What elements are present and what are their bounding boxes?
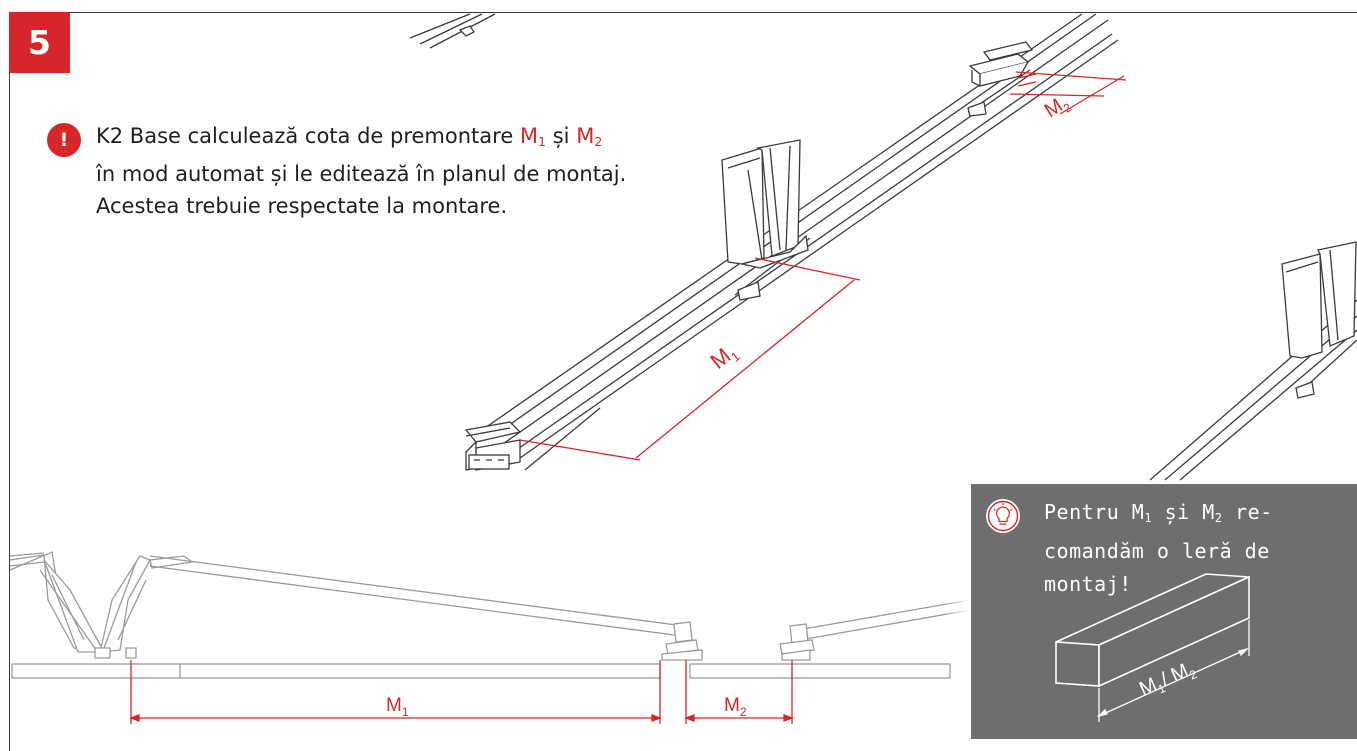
page-frame [9, 12, 1357, 751]
tip-line-3: montaj! [1044, 572, 1132, 596]
m1-ref: M1 [519, 124, 547, 150]
m2-ref: M2 [576, 124, 603, 150]
rail-top-left [409, 13, 496, 49]
m1-perspective-label: M [705, 343, 735, 374]
svg-text:M1: M1 [705, 338, 742, 376]
tip-box: Pentru M1 și M2 re- comandăm o leră de m… [971, 484, 1357, 739]
note-line-1: K2 Base calculează cota de premontare M1… [96, 124, 603, 150]
side-view-module-long [9, 552, 685, 637]
right-module-pair [1281, 241, 1357, 399]
front-clamp [464, 421, 522, 471]
gauge-dimension [1096, 620, 1250, 722]
middle-module-pair [721, 139, 809, 301]
m2-perspective-dimension [1009, 71, 1127, 115]
m1-perspective-dimension [519, 257, 861, 461]
side-view-module-right [797, 599, 971, 641]
m1-side-dimension [129, 660, 662, 724]
m2-side-dimension [684, 660, 794, 724]
exclamation-icon: ! [47, 123, 81, 157]
gauge-bar [1055, 573, 1250, 688]
step-number-badge: 5 [9, 12, 70, 73]
svg-text:M1: M1 [386, 695, 409, 719]
tip-text: Pentru M1 și M2 re- comandăm o leră de m… [1044, 496, 1344, 601]
note-line-2: în mod automat și le editează în planul … [96, 162, 627, 187]
gauge-label: M1/ M2 [1136, 657, 1199, 703]
side-view-rail-frame [11, 663, 951, 679]
m2-side-label: M [724, 695, 740, 716]
side-view-right-clamp [779, 623, 815, 661]
note-line-3: Acestea trebuie respectate la montare. [96, 194, 508, 219]
side-view-mid-clamp [661, 621, 703, 661]
right-rail [1149, 299, 1357, 481]
lightbulb-icon [986, 499, 1020, 533]
premount-note: K2 Base calculează cota de premontare M1… [96, 120, 736, 222]
side-view-rail [10, 658, 965, 679]
side-view-left-frames [9, 551, 194, 659]
tip-line-1: Pentru M1 și M2 re- [1044, 500, 1273, 525]
rear-clamp [967, 41, 1034, 117]
gauge-bar-drawing: M1/ M2 [1055, 573, 1250, 722]
tip-line-2: comandăm o leră de [1044, 539, 1270, 563]
m1-side-label: M [386, 695, 402, 716]
svg-text:M2: M2 [724, 695, 747, 719]
svg-text:M2: M2 [1041, 91, 1074, 125]
